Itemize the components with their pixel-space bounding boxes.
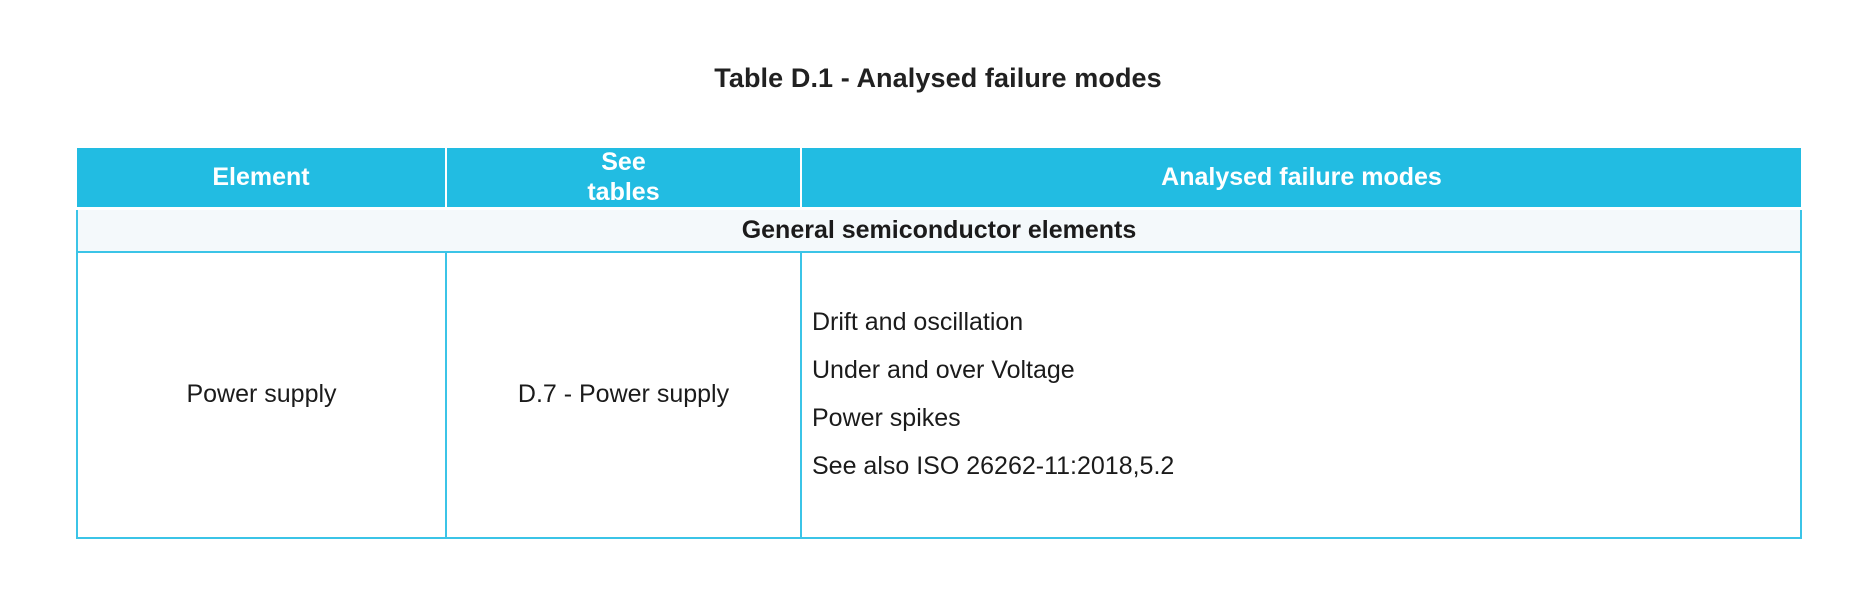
column-header-analysed-failure-modes: Analysed failure modes xyxy=(800,148,1801,209)
list-item: See also ISO 26262-11:2018,5.2 xyxy=(812,452,1175,480)
page-title: Table D.1 - Analysed failure modes xyxy=(714,63,1162,93)
failure-modes-list: Drift and oscillation Under and over Vol… xyxy=(812,310,1790,479)
section-band-label: General semiconductor elements xyxy=(76,207,1802,253)
column-header-element: Element xyxy=(77,148,446,209)
list-item: Drift and oscillation xyxy=(812,308,1024,336)
table-row: Power supply D.7 - Power supply Drift an… xyxy=(76,251,1802,539)
cell-element: Power supply xyxy=(76,251,447,539)
failure-modes-table: Element See tables Analysed failure mode… xyxy=(76,148,1802,539)
column-header-see-tables: See tables xyxy=(445,148,801,209)
column-header-element-label: Element xyxy=(212,162,310,191)
column-header-see-tables-label: See tables xyxy=(587,148,660,206)
cell-analysed-failure-modes: Drift and oscillation Under and over Vol… xyxy=(800,251,1802,539)
list-item: Power spikes xyxy=(812,404,961,432)
section-band-row: General semiconductor elements xyxy=(76,207,1802,253)
column-header-analysed-failure-modes-label: Analysed failure modes xyxy=(1161,162,1442,191)
failure-modes-table-container: Element See tables Analysed failure mode… xyxy=(76,148,1802,539)
cell-see-tables: D.7 - Power supply xyxy=(445,251,802,539)
table-header-row: Element See tables Analysed failure mode… xyxy=(77,148,1801,209)
list-item: Under and over Voltage xyxy=(812,356,1075,384)
